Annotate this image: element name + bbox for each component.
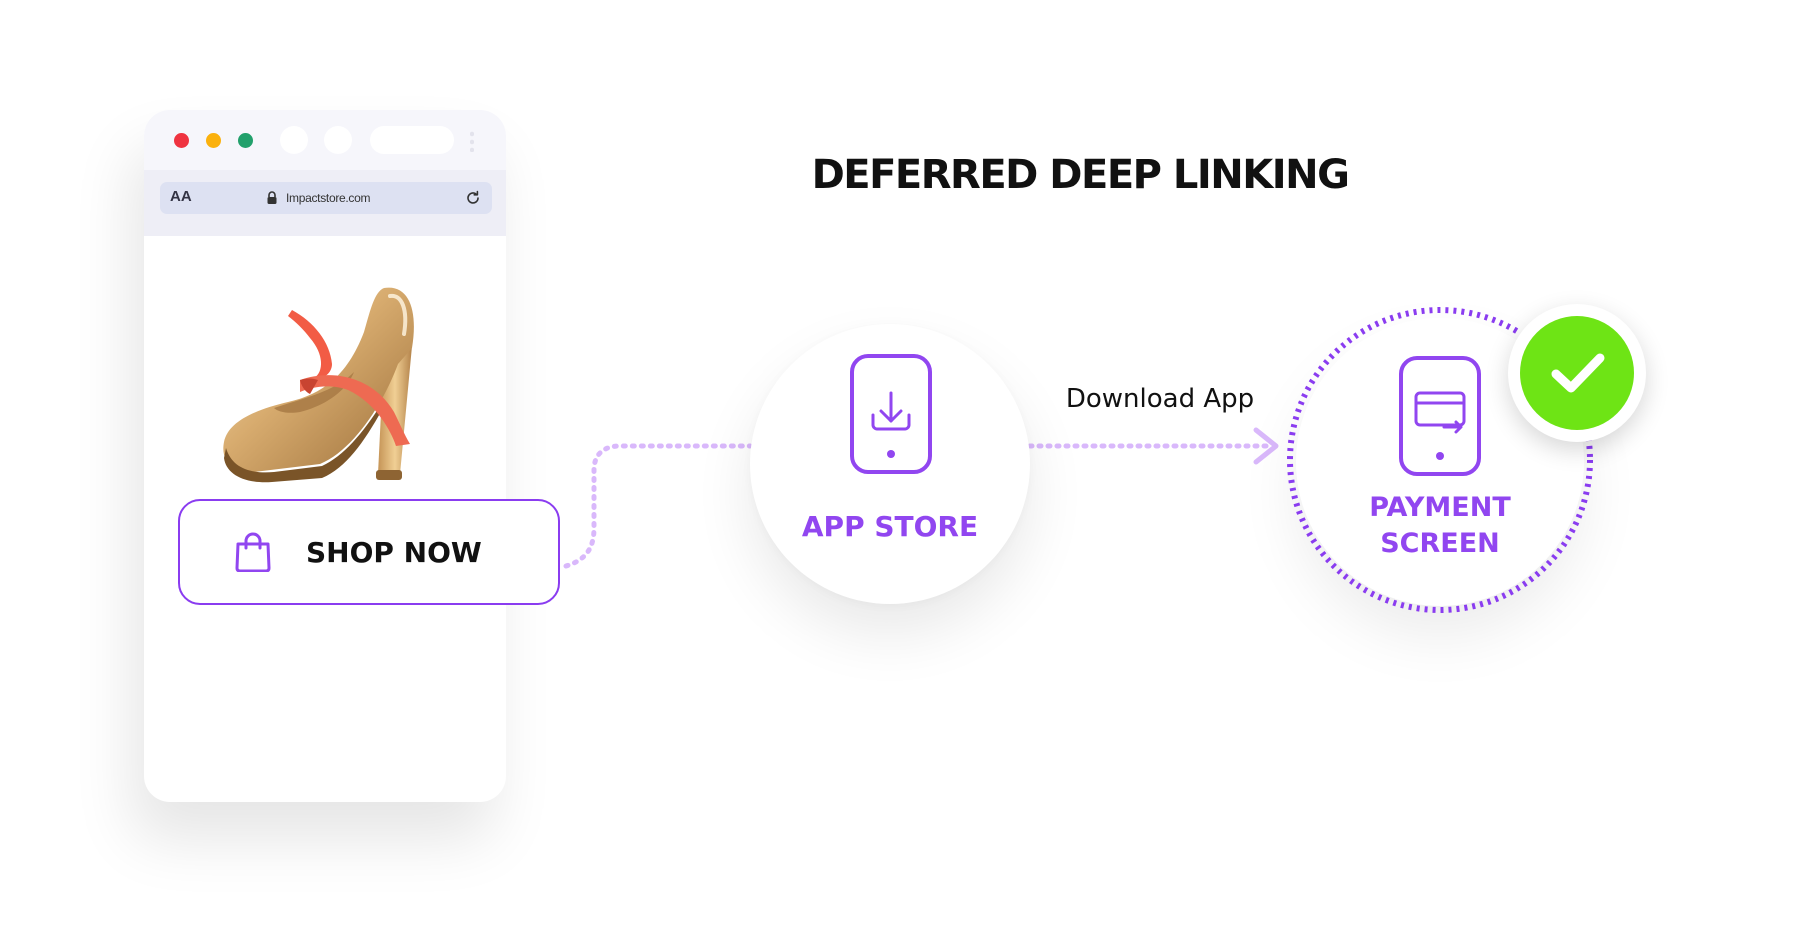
- reload-icon[interactable]: [464, 189, 482, 207]
- app-store-label: APP STORE: [801, 510, 979, 543]
- shop-now-label: SHOP NOW: [306, 535, 482, 569]
- payment-screen-label: PAYMENT SCREEN: [1290, 490, 1590, 562]
- diagram-title: DEFERRED DEEP LINKING: [811, 152, 1350, 198]
- success-badge-fill: [1520, 316, 1634, 430]
- back-placeholder: [280, 126, 308, 154]
- minimize-window-dot[interactable]: [206, 133, 221, 148]
- forward-placeholder: [324, 126, 352, 154]
- shop-now-button[interactable]: SHOP NOW: [178, 499, 560, 605]
- app-store-node: [750, 324, 1030, 604]
- download-app-label: Download App: [1065, 384, 1255, 414]
- tab-placeholder: [370, 126, 454, 154]
- phone-download-icon: [850, 354, 932, 474]
- kebab-icon: [470, 130, 474, 152]
- success-badge: [1508, 304, 1646, 442]
- phone-card-icon: [1399, 356, 1481, 476]
- connector-shop-to-appstore: [563, 443, 753, 569]
- browser-titlebar: [144, 110, 506, 170]
- close-window-dot[interactable]: [174, 133, 189, 148]
- high-heel-shoe-image: [223, 287, 414, 483]
- payment-label-line2: SCREEN: [1380, 528, 1500, 559]
- arrowhead-icon: [1253, 427, 1279, 465]
- check-icon: [1551, 353, 1605, 393]
- browser-toolbar: AA Impactstore.com: [144, 170, 506, 236]
- address-bar[interactable]: AA Impactstore.com: [160, 182, 492, 214]
- lock-icon: [267, 191, 277, 204]
- payment-label-line1: PAYMENT: [1369, 492, 1511, 523]
- maximize-window-dot[interactable]: [238, 133, 253, 148]
- text-size-button[interactable]: AA: [170, 188, 192, 205]
- shopping-bag-icon: [235, 532, 271, 572]
- url-text: Impactstore.com: [286, 191, 371, 205]
